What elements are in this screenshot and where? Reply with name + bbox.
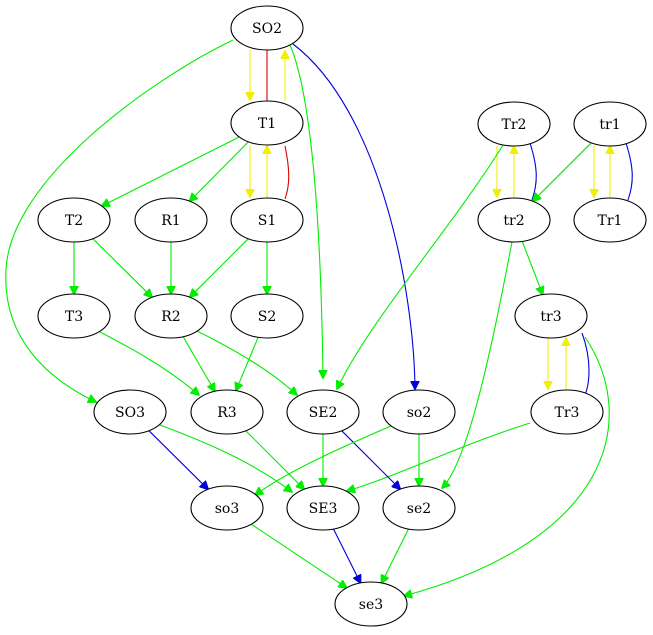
node-label: so2 [407, 405, 432, 421]
node-label: se2 [407, 501, 431, 517]
edge-t1-to-r1-green [190, 141, 249, 201]
edge-r3-to-se3-green [245, 430, 304, 489]
edge-se3-to-se3-blue [333, 528, 361, 583]
node-so2: SO2 [230, 5, 304, 51]
node-label: so3 [215, 501, 240, 517]
node-ellipse [190, 485, 264, 531]
edge-so2-to-so3-green [5, 39, 234, 402]
graph-edges [5, 39, 633, 596]
node-label: T2 [65, 213, 83, 229]
node-label: se3 [359, 597, 383, 613]
edge-tr1-to-tr1-blue [625, 142, 633, 201]
node-so2: so2 [382, 389, 456, 435]
node-ellipse [230, 293, 304, 339]
node-tr3: Tr3 [530, 389, 604, 435]
node-label: SO2 [252, 21, 282, 37]
edge-so2-to-se2-green [289, 44, 323, 378]
node-r3: R3 [190, 389, 264, 435]
node-ellipse [37, 197, 111, 243]
node-ellipse [230, 197, 304, 243]
node-label: tr2 [503, 213, 524, 229]
node-label: Tr1 [598, 213, 623, 229]
node-ellipse [477, 197, 551, 243]
node-ellipse [286, 485, 360, 531]
node-tr2: tr2 [477, 197, 551, 243]
node-ellipse [37, 293, 111, 339]
node-label: R2 [161, 309, 180, 325]
node-ellipse [382, 389, 456, 435]
edge-so2-to-so2-blue [292, 43, 415, 389]
node-ellipse [134, 293, 208, 339]
edge-r2-to-r3-green [182, 336, 215, 392]
node-r1: R1 [134, 197, 208, 243]
edge-tr2-to-se2-green [337, 144, 504, 389]
edge-tr2-to-tr2-blue [529, 142, 537, 201]
node-r2: R2 [134, 293, 208, 339]
node-label: T1 [258, 116, 276, 132]
node-tr1: tr1 [573, 101, 647, 147]
node-tr1: Tr1 [573, 197, 647, 243]
node-t2: T2 [37, 197, 111, 243]
node-label: SE3 [309, 501, 338, 517]
node-ellipse [286, 389, 360, 435]
edge-se2-to-se2-blue [341, 430, 400, 489]
node-t3: T3 [37, 293, 111, 339]
node-ellipse [514, 293, 588, 339]
node-ellipse [134, 197, 208, 243]
node-s1: S1 [230, 197, 304, 243]
node-ellipse [573, 197, 647, 243]
edge-tr2-to-se2-green [442, 241, 513, 488]
node-s2: S2 [230, 293, 304, 339]
node-label: SO3 [115, 405, 145, 421]
edge-tr3-to-se3-green [404, 336, 610, 596]
edge-so3-to-se3-green [159, 424, 292, 492]
node-label: S2 [258, 309, 277, 325]
edge-se2-to-se3-green [382, 528, 409, 583]
edge-tr3-to-se3-green [347, 422, 531, 491]
node-ellipse [334, 581, 408, 627]
node-ellipse [530, 389, 604, 435]
node-ellipse [190, 389, 264, 435]
node-label: Tr2 [502, 117, 527, 133]
edge-so2-to-so3-green [255, 425, 392, 495]
node-tr3: tr3 [514, 293, 588, 339]
node-ellipse [573, 101, 647, 147]
node-se3: se3 [334, 581, 408, 627]
edge-tr1-to-tr2-green [533, 142, 592, 201]
edge-t1-to-t2-green [102, 136, 240, 206]
node-so3: SO3 [93, 389, 167, 435]
node-label: R3 [217, 405, 236, 421]
node-so3: so3 [190, 485, 264, 531]
node-tr2: Tr2 [477, 101, 551, 147]
node-se2: se2 [382, 485, 456, 531]
node-ellipse [230, 100, 304, 146]
edge-t1-to-s1-red [284, 145, 290, 200]
edge-s2-to-r3-green [236, 337, 259, 390]
node-label: tr3 [540, 309, 561, 325]
node-label: R1 [161, 213, 180, 229]
node-label: Tr3 [555, 405, 580, 421]
edge-s1-to-r2-green [190, 238, 249, 297]
node-ellipse [93, 389, 167, 435]
node-label: SE2 [309, 405, 338, 421]
edge-r2-to-se2-green [196, 330, 297, 395]
node-se3: SE3 [286, 485, 360, 531]
node-ellipse [477, 101, 551, 147]
edge-t3-to-r3-green [99, 331, 199, 395]
node-label: S1 [258, 213, 277, 229]
node-ellipse [230, 5, 304, 51]
node-ellipse [382, 485, 456, 531]
node-se2: SE2 [286, 389, 360, 435]
edge-t2-to-r2-green [92, 238, 152, 298]
node-t1: T1 [230, 100, 304, 146]
edge-so3-to-so3-blue [148, 430, 208, 490]
node-label: tr1 [599, 117, 620, 133]
edge-so3-to-se3-green [250, 523, 346, 588]
edge-tr2-to-tr3-green [521, 241, 542, 294]
node-label: T3 [65, 309, 83, 325]
